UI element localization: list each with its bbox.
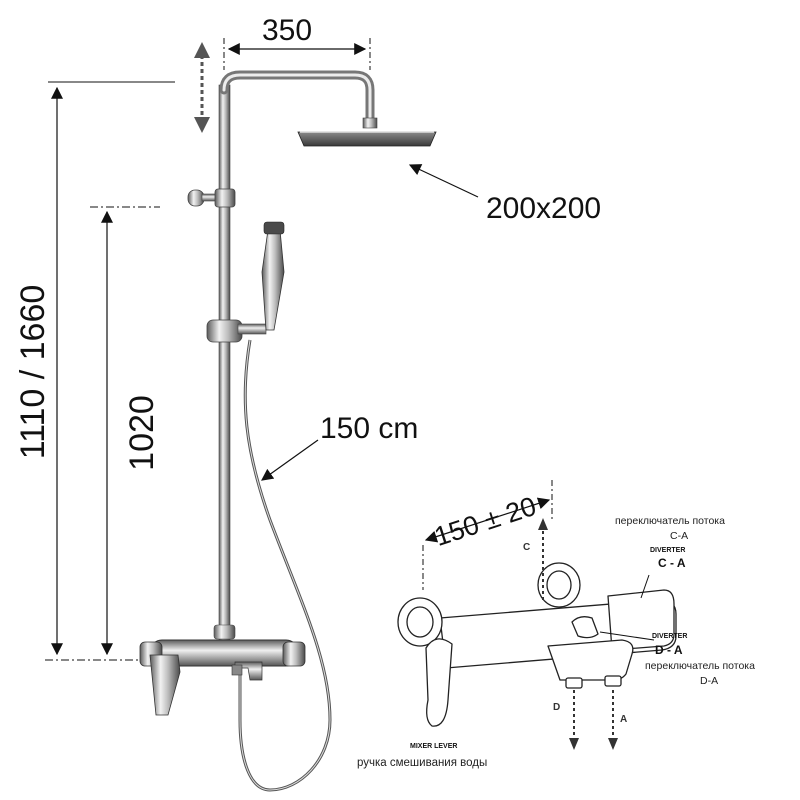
diverter-top-label: C - A [658, 556, 686, 570]
hose-length-label: 150 cm [320, 412, 418, 445]
diverter-bottom-ru: переключатель потока [645, 660, 755, 672]
slide-holder [206, 319, 267, 343]
wall-bracket [187, 188, 236, 208]
riser-pipe [218, 84, 231, 646]
diverter-top-en: DIVERTER [650, 547, 685, 554]
mixer-lever-ru: ручка смешивания воды [357, 757, 487, 769]
dimension-lines [45, 38, 479, 661]
arm-length-label: 350 [262, 14, 312, 47]
height-adjust-arrow [194, 42, 210, 133]
arrow-a-label: A [620, 714, 627, 725]
hand-shower [261, 221, 285, 331]
total-height-label: 1110 / 1660 [14, 285, 52, 460]
diverter-top-code: C-A [670, 530, 688, 542]
arrow-c-label: C [523, 542, 530, 553]
arrow-d-label: D [553, 702, 560, 713]
mixer-detail [397, 480, 677, 750]
mixer-height-label: 1020 [123, 395, 161, 471]
diverter-top-ru: переключатель потока [615, 515, 725, 527]
shower-head [297, 131, 437, 147]
shower-hose [238, 339, 332, 792]
diverter-bottom-code: D-A [700, 675, 718, 687]
shower-arm [219, 70, 375, 127]
head-size-label: 200x200 [486, 192, 601, 225]
shower-column [139, 70, 437, 792]
bath-mixer [139, 639, 306, 716]
diverter-bottom-label: D - A [655, 643, 683, 657]
diverter-bottom-en: DIVERTER [652, 633, 687, 640]
mixer-lever-en: MIXER LEVER [410, 743, 457, 750]
